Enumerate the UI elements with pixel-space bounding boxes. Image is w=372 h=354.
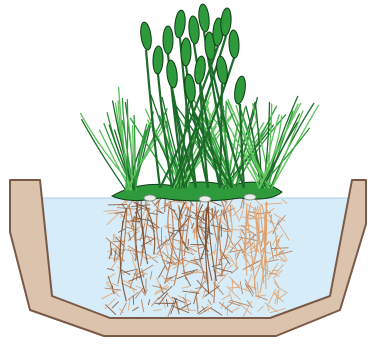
flower-head <box>181 38 191 66</box>
root-strand <box>228 287 237 288</box>
flower-head <box>198 4 211 33</box>
flower-head <box>188 16 200 45</box>
flower-head <box>174 10 187 39</box>
flower-head <box>139 21 153 50</box>
flower-head <box>228 30 239 58</box>
root-strand <box>113 234 114 242</box>
flower-head <box>233 75 247 104</box>
mat-anchor <box>144 195 156 201</box>
root-strand <box>227 306 228 316</box>
flower-head <box>215 55 229 84</box>
flower-head <box>152 46 163 74</box>
floating-mat-base <box>112 182 282 201</box>
grass-blades <box>81 85 319 190</box>
mat-anchor <box>244 194 256 200</box>
root-strand <box>133 295 134 304</box>
mat-anchor <box>199 196 211 202</box>
flower-head <box>163 26 173 54</box>
flower-head <box>165 60 178 89</box>
floating-mat <box>112 182 282 202</box>
root-strand <box>130 221 140 222</box>
root-strand <box>115 234 116 243</box>
